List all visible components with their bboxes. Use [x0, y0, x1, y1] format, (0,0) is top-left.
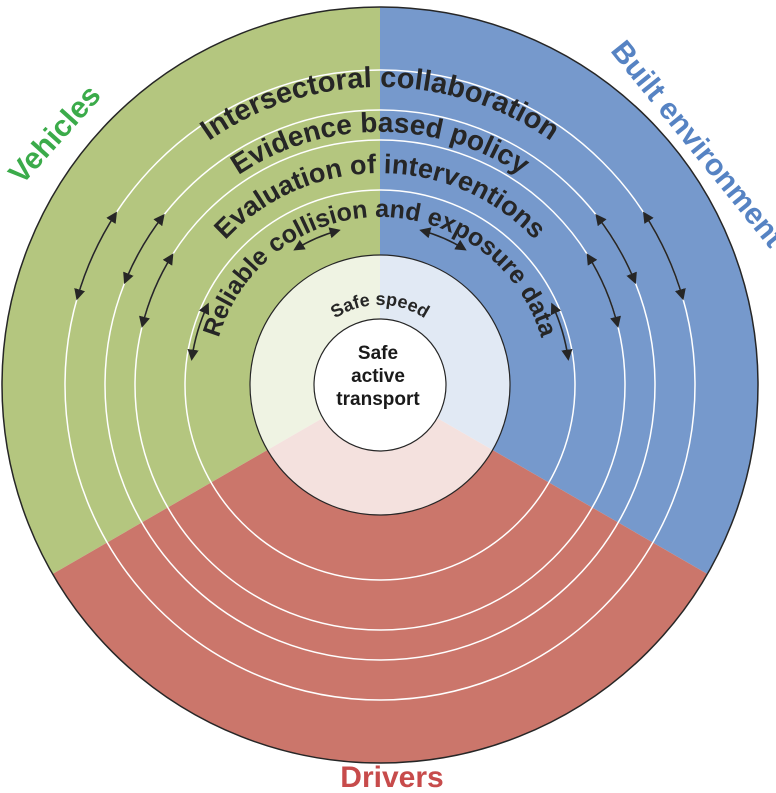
- drivers-label: Drivers: [340, 761, 443, 793]
- safe-active-transport-circle: [313, 318, 447, 452]
- center-line-2: active: [351, 366, 405, 387]
- double-arrow-4: [139, 253, 174, 328]
- double-arrow-0: [74, 211, 118, 301]
- ring-boundary-1: [104, 109, 656, 661]
- double-arrow-9: [293, 227, 341, 251]
- double-arrow-3: [595, 213, 637, 285]
- double-arrow-7: [550, 302, 573, 361]
- drivers-sector: [52, 385, 708, 764]
- double-arrow-8: [419, 227, 467, 251]
- double-arrow-1: [642, 211, 686, 301]
- center-line-3: transport: [336, 389, 420, 410]
- arrows-group: [74, 211, 686, 361]
- double-arrow-2: [123, 213, 165, 285]
- diagram-outline: [1, 6, 759, 764]
- double-arrow-6: [187, 302, 210, 361]
- ring-boundary-3: [184, 189, 576, 581]
- ring-boundary-2: [134, 139, 626, 631]
- ring-boundaries: [64, 69, 696, 701]
- double-arrow-5: [586, 253, 621, 328]
- center-line-1: Safe: [358, 343, 398, 364]
- ring-boundary-0: [64, 69, 696, 701]
